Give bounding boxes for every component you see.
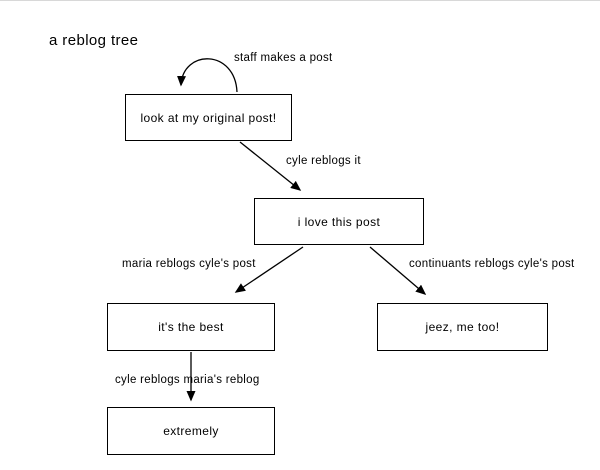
node-continuants-reblog: jeez, me too! — [377, 303, 548, 351]
edge-label-staff-makes-post: staff makes a post — [234, 52, 333, 64]
node-cyle-second-reblog: extremely — [107, 407, 275, 455]
edge-arrow-original-to-cyle — [239, 141, 302, 191]
edge-label-continuants-reblogs-cyles-post: continuants reblogs cyle's post — [409, 258, 575, 270]
self-loop-arrow — [177, 58, 238, 93]
edge-label-cyle-reblogs-marias-reblog: cyle reblogs maria's reblog — [115, 374, 260, 386]
diagram-title: a reblog tree — [49, 32, 139, 49]
edge-arrow-cyle-to-continuants — [369, 246, 427, 295]
edge-label-cyle-reblogs-it: cyle reblogs it — [286, 155, 361, 167]
edge-label-maria-reblogs-cyles-post: maria reblogs cyle's post — [122, 258, 256, 270]
edge-arrow-cyle-to-maria — [234, 246, 304, 293]
node-cyle-reblog: i love this post — [254, 198, 424, 245]
node-original-post: look at my original post! — [125, 94, 292, 141]
node-maria-reblog: it's the best — [107, 303, 275, 351]
